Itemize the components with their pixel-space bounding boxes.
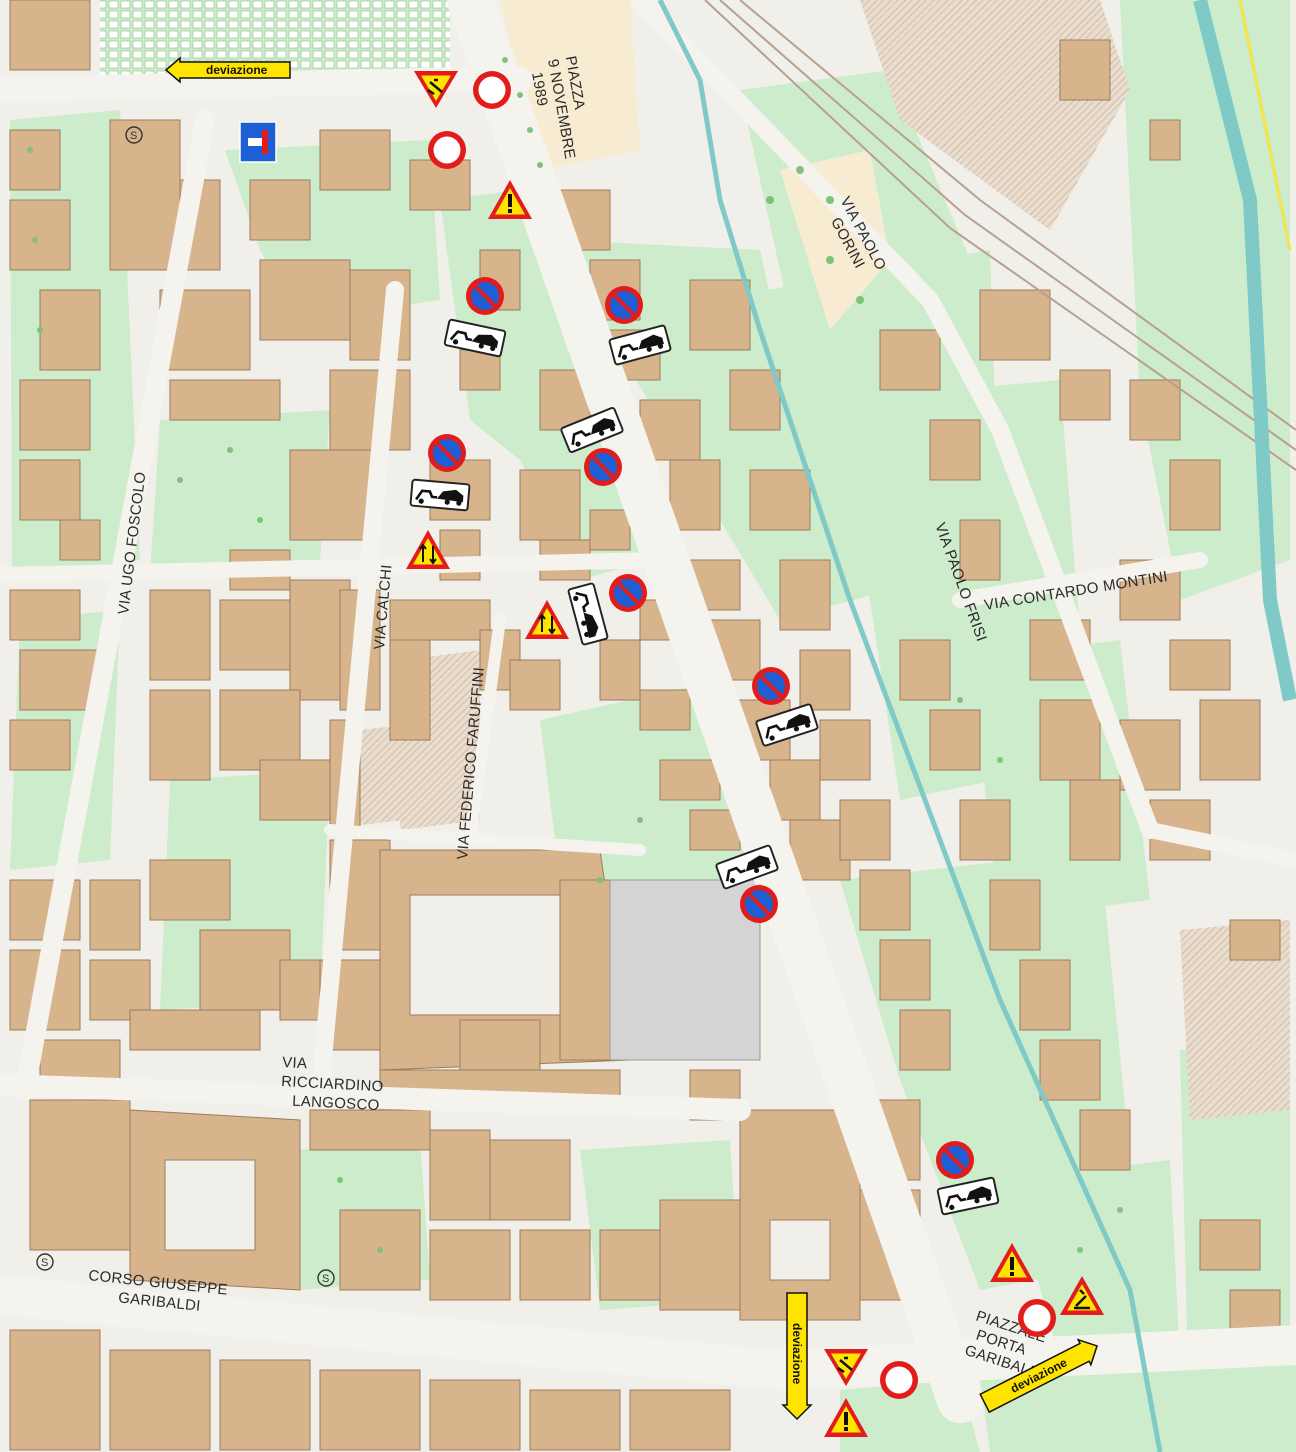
no-parking-icon [607,572,649,614]
metro-icons: S S S [36,126,335,1287]
roads [0,0,1296,1400]
buildings [9,0,1281,1451]
no-parking-icon [464,275,506,317]
detour-arrow-icon: deviazione [781,1292,813,1421]
danger-icon [824,1398,868,1437]
danger-icon [990,1243,1034,1282]
no-parking-icon [426,432,468,474]
no-parking-icon [738,883,780,925]
no-transit-icon [428,131,466,169]
metro-icon: S [317,1269,335,1287]
dead-end-icon [239,121,277,163]
svg-text:S: S [322,1273,329,1285]
trees [27,57,1123,1253]
railway [704,0,1296,471]
label-via-ricciardino-langosco: VIA RICCIARDINO LANGOSCO [280,1054,390,1115]
no-parking-icon [750,665,792,707]
no-parking-icon [582,446,624,488]
no-parking-icon [603,284,645,326]
no-transit-icon [1018,1299,1056,1337]
two-way-traffic-icon [525,600,569,639]
road-works-icon [1060,1276,1104,1315]
svg-text:S: S [41,1257,48,1269]
road-works-icon [824,1349,868,1386]
canals [657,0,1296,1452]
svg-text:S: S [130,130,137,142]
two-way-traffic-icon [406,530,450,569]
danger-icon [488,180,532,219]
no-transit-icon [473,71,511,109]
traffic-signs: deviazione deviazione deviazione [164,56,1104,1437]
svg-text:deviazione: deviazione [790,1323,804,1385]
tow-away-icon [409,478,471,512]
svg-text:deviazione: deviazione [206,63,268,77]
metro-icon: S [125,126,143,144]
no-parking-icon [934,1139,976,1181]
road-works-icon [414,71,458,108]
no-transit-icon [880,1361,918,1399]
metro-icon: S [36,1253,54,1271]
detour-arrow-icon: deviazione [164,56,291,84]
